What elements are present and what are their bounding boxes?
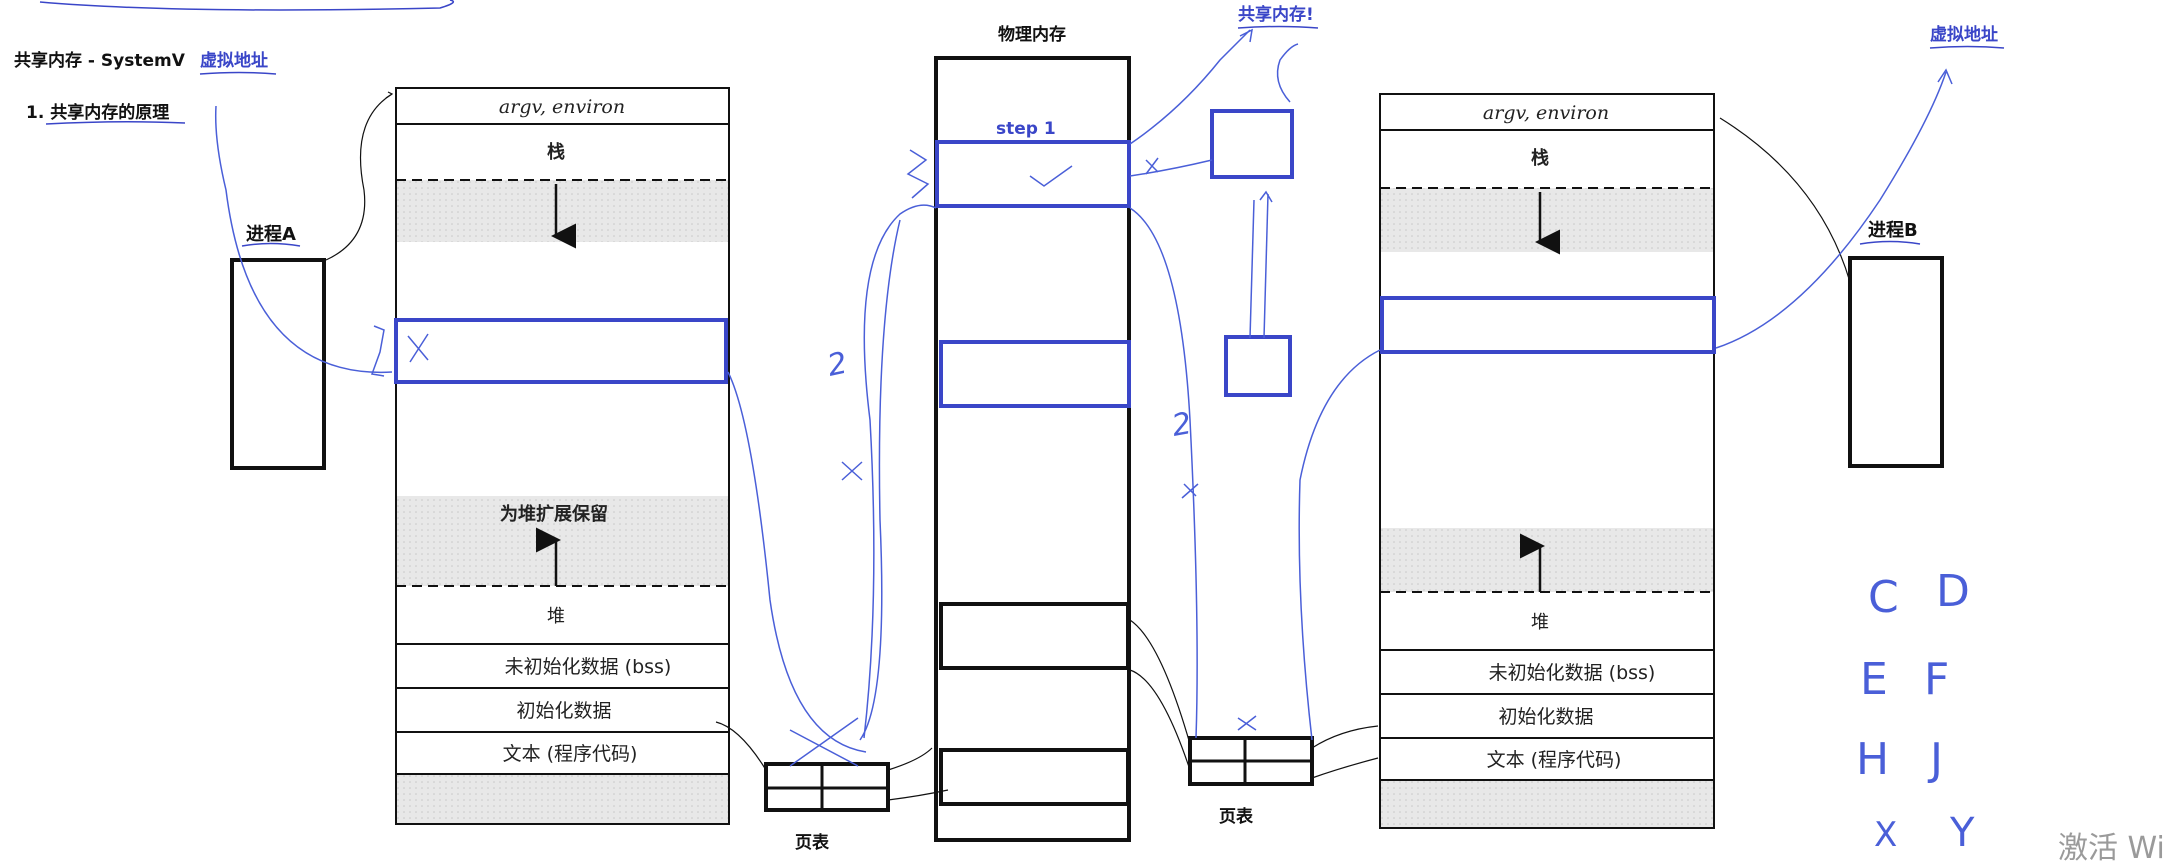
physical-shared-page	[935, 140, 1131, 208]
handwritten-letter-f: F	[1924, 654, 1949, 705]
virtual-address-note: 虚拟地址	[200, 50, 268, 71]
handwritten-number-2-right: 2	[1169, 406, 1194, 444]
physical-memory-column	[934, 56, 1131, 842]
process-b-bss-label: 未初始化数据 (bss)	[1489, 662, 1656, 684]
physical-page-2	[939, 340, 1131, 408]
process-a-text-label: 文本 (程序代码)	[503, 743, 638, 765]
handwritten-letter-y: Y	[1949, 810, 1975, 856]
process-b-virtual-note: 虚拟地址	[1930, 24, 1998, 45]
process-a-label-underline	[241, 242, 301, 247]
process-b-data-label: 初始化数据	[1498, 706, 1593, 728]
section-underline	[45, 120, 186, 125]
process-b-stack-label: 栈	[1531, 147, 1549, 169]
process-b-heap-label: 堆	[1531, 612, 1549, 633]
process-a-heap-label: 堆	[547, 606, 565, 627]
handwritten-letter-e: E	[1860, 654, 1888, 705]
process-b-label-underline	[1859, 240, 1921, 245]
process-a-box	[230, 258, 326, 470]
process-b-text-label: 文本 (程序代码)	[1487, 749, 1622, 771]
handwritten-letter-j: J	[1927, 734, 1943, 785]
shared-memory-underline	[1237, 25, 1319, 29]
process-b-virtual-underline	[1929, 45, 2005, 49]
process-b-page-table-label: 页表	[1219, 806, 1254, 827]
process-b-label: 进程B	[1868, 220, 1918, 241]
page-title: 共享内存 - SystemV	[14, 50, 186, 71]
process-a-bss-label: 未初始化数据 (bss)	[505, 656, 672, 678]
scribble-top	[39, 0, 455, 11]
handwritten-letter-d: D	[1936, 566, 1970, 617]
virtual-address-underline	[199, 71, 277, 75]
process-a-data-label: 初始化数据	[516, 700, 611, 722]
process-a-page-table	[764, 762, 890, 812]
handwritten-number-2-left: 2	[824, 346, 850, 384]
handwritten-letter-x: X	[1874, 815, 1897, 855]
process-a-memory-layout	[395, 87, 730, 825]
process-a-stack-label: 栈	[547, 141, 565, 163]
step-label: step 1	[996, 119, 1056, 139]
shared-memory-note: 共享内存!	[1238, 4, 1314, 25]
process-b-shared-region	[1380, 296, 1716, 354]
blue-annotations	[214, 28, 1953, 753]
process-b-page-table	[1188, 736, 1314, 786]
physical-memory-label: 物理内存	[998, 24, 1066, 45]
process-a-argv-label: argv, environ	[499, 96, 625, 118]
handwritten-marks	[370, 149, 1257, 767]
activation-watermark: 激活 Wi	[2058, 831, 2165, 862]
process-a-page-table-label: 页表	[795, 832, 830, 853]
handwritten-letter-h: H	[1856, 734, 1889, 785]
process-a-shared-region	[394, 318, 728, 384]
process-a-heap-reserve-label: 为堆扩展保留	[500, 503, 608, 525]
section-heading: 1. 共享内存的原理	[26, 102, 169, 123]
process-b-argv-label: argv, environ	[1483, 102, 1609, 124]
process-b-box	[1848, 256, 1944, 468]
shared-block-bottom	[1224, 335, 1292, 397]
black-connectors	[325, 91, 1851, 801]
shared-block-top	[1210, 109, 1294, 179]
process-a-label: 进程A	[246, 224, 296, 245]
process-b-memory-layout	[1379, 93, 1715, 829]
handwritten-letter-c: C	[1868, 572, 1899, 623]
